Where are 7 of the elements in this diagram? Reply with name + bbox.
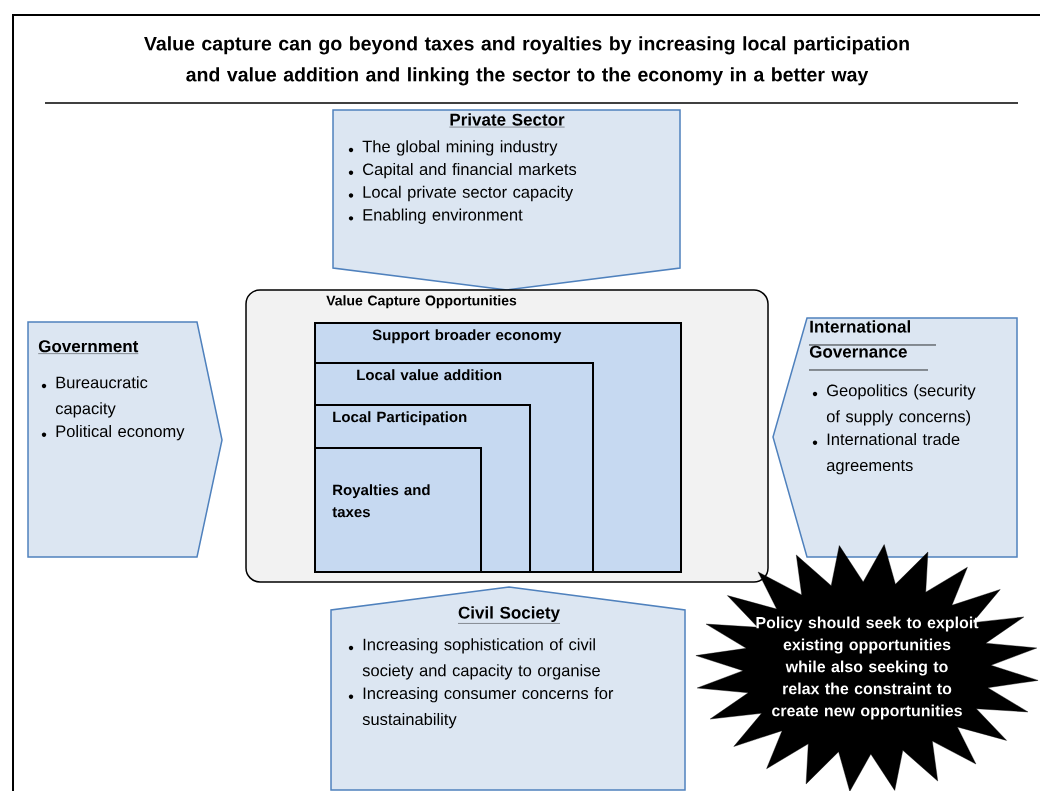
title: Value capture can go beyond taxes and royalties by increasing local participation and value addition and linking the sector to the economy in a better way bbox=[144, 36, 909, 86]
starburst: Policy should seek to exploit existing opportunities while also seeking to relax the constraint to create new opportunities bbox=[695, 544, 1039, 791]
arrow-box: Private Sector The global mining industry Capital and financial markets Local private sector capacity Enabling environment bbox=[332, 109, 681, 291]
arrow-box: Civil Society Increasing sophistication of civil society and capacity to organise Increasing consumer concerns for sustainability bbox=[330, 586, 686, 791]
nested-box: Royalties and taxes bbox=[314, 447, 482, 573]
arrow-box: Government Bureaucratic capacity Political economy bbox=[27, 321, 223, 558]
arrow-box: International Governance Geopolitics (security of supply concerns) International trade agreements bbox=[772, 317, 1018, 558]
